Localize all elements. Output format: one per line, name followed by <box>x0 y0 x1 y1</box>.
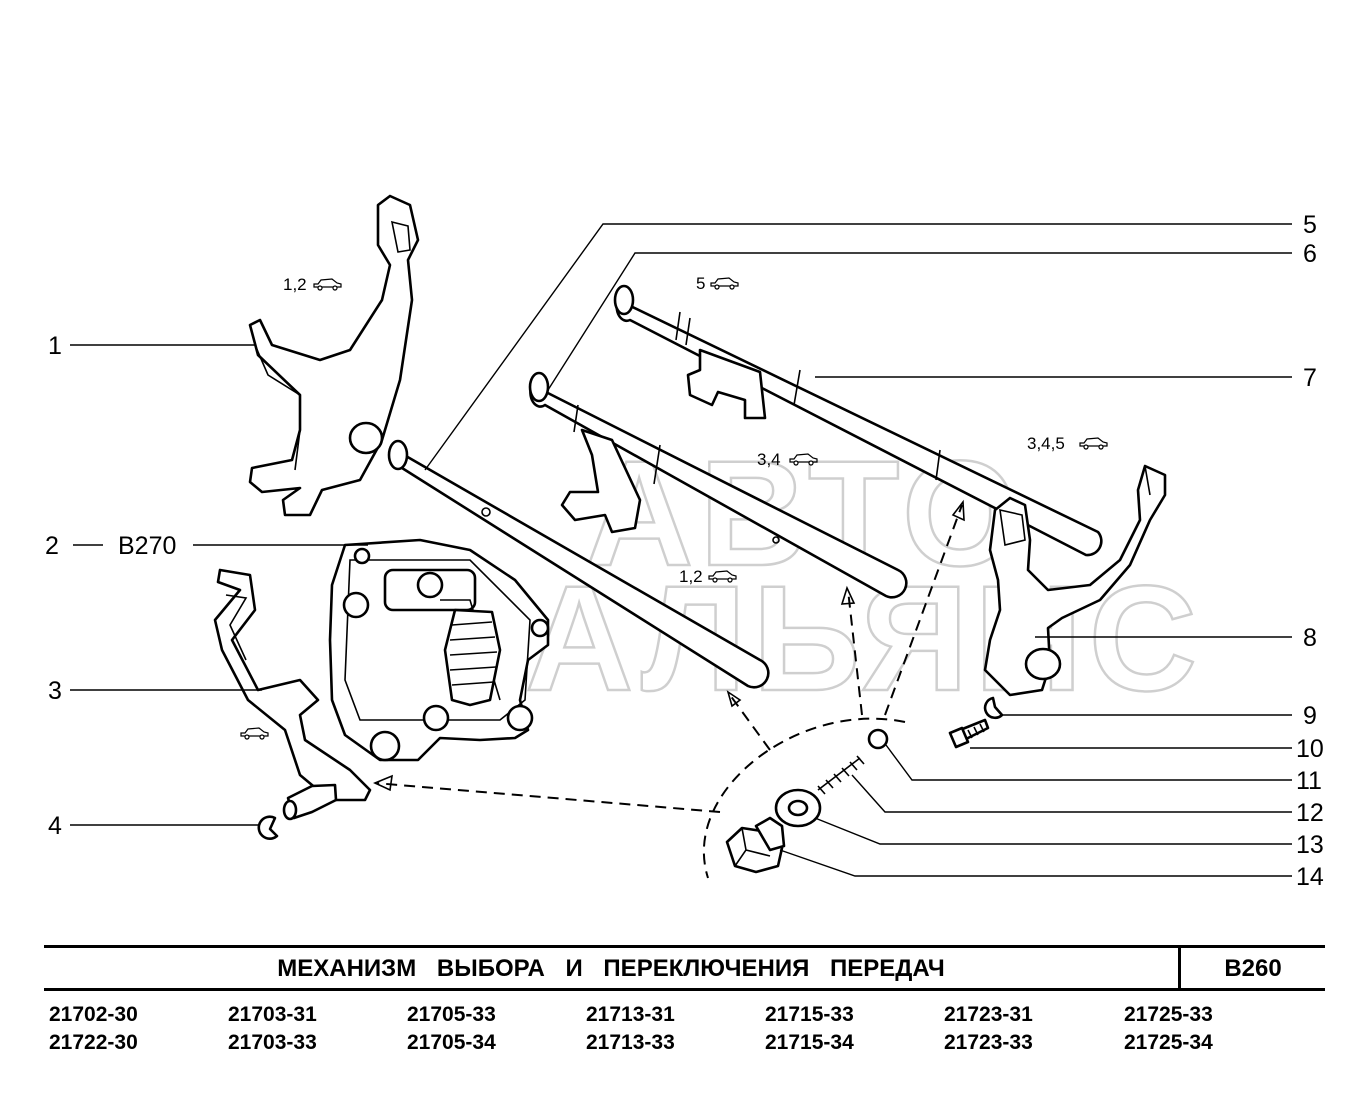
car-icon <box>313 278 342 291</box>
model-code: 21703-33 <box>228 1031 317 1054</box>
car-icon <box>1079 437 1108 450</box>
leader-lines <box>70 223 1292 877</box>
part-12-spring <box>817 755 865 795</box>
car-icon <box>240 727 269 740</box>
callout-3: 3 <box>48 677 62 705</box>
part-6-shift-rod-3-4 <box>528 371 908 599</box>
note-rod7-gears: 5 <box>696 274 705 293</box>
callout-8: 8 <box>1303 624 1317 652</box>
note-fork8-gears: 3,4,5 <box>1027 434 1065 453</box>
part-2-selector-housing <box>328 538 550 762</box>
part-4-retaining-clip <box>257 815 279 840</box>
callout-13: 13 <box>1296 831 1324 859</box>
part-9-retaining-clip <box>983 696 1004 720</box>
model-code: 21725-34 <box>1124 1031 1213 1054</box>
part-11-detent-ball <box>867 728 889 750</box>
model-column: 21713-31 21713-33 <box>586 1001 756 1057</box>
model-code: 21723-33 <box>944 1031 1033 1054</box>
exploded-parts-diagram: АВТО АЛЬЯНС <box>45 194 1324 891</box>
part-5-shift-rod-1-2 <box>387 439 770 689</box>
note-rod5-gears: 1,2 <box>679 567 703 586</box>
model-code: 21715-34 <box>765 1031 854 1054</box>
callout-7: 7 <box>1303 364 1317 392</box>
model-code: 21705-34 <box>407 1031 496 1054</box>
callout-6: 6 <box>1303 240 1317 268</box>
section-code: B260 <box>1224 955 1282 982</box>
model-code: 21723-31 <box>944 1003 1033 1026</box>
callout-1: 1 <box>48 332 62 360</box>
car-icon <box>710 277 739 290</box>
callout-ref-b270: B270 <box>118 532 176 560</box>
callout-5: 5 <box>1303 211 1317 239</box>
model-code: 21713-31 <box>586 1003 675 1026</box>
part-13-washer <box>774 788 822 828</box>
model-code: 21725-33 <box>1124 1003 1213 1026</box>
part-8-fork-3-4-5 <box>983 464 1167 697</box>
model-code: 21715-33 <box>765 1003 854 1026</box>
model-column: 21725-33 21725-34 <box>1124 1001 1294 1057</box>
model-code: 21713-33 <box>586 1031 675 1054</box>
note-rod6-gears: 3,4 <box>757 450 781 469</box>
callout-12: 12 <box>1296 799 1324 827</box>
part-1-fork-1-2 <box>248 194 420 517</box>
model-column: 21703-31 21703-33 <box>228 1001 398 1057</box>
callout-14: 14 <box>1296 863 1324 891</box>
model-code: 21722-30 <box>49 1031 138 1054</box>
model-code: 21705-33 <box>407 1003 496 1026</box>
title-divider <box>1178 948 1181 988</box>
model-list: 21702-30 21722-30 21703-31 21703-33 2170… <box>49 1001 1309 1061</box>
callout-4: 4 <box>48 812 62 840</box>
model-column: 21705-33 21705-34 <box>407 1001 577 1057</box>
part-14-plug <box>725 816 786 874</box>
note-fork1-gears: 1,2 <box>283 275 307 294</box>
callout-10: 10 <box>1296 735 1324 763</box>
part-10-bolt <box>948 718 990 749</box>
model-column: 21715-33 21715-34 <box>765 1001 935 1057</box>
part-3-lever-bracket <box>213 568 372 821</box>
model-code: 21703-31 <box>228 1003 317 1026</box>
model-column: 21702-30 21722-30 <box>49 1001 219 1057</box>
callout-11: 11 <box>1296 767 1322 795</box>
assembly-direction-lines <box>373 499 965 879</box>
callout-2: 2 <box>45 532 59 560</box>
model-column: 21723-31 21723-33 <box>944 1001 1114 1057</box>
page-title: МЕХАНИЗМ ВЫБОРА И ПЕРЕКЛЮЧЕНИЯ ПЕРЕДАЧ <box>277 955 945 982</box>
callout-9: 9 <box>1303 702 1317 730</box>
title-bar: МЕХАНИЗМ ВЫБОРА И ПЕРЕКЛЮЧЕНИЯ ПЕРЕДАЧ B… <box>44 945 1325 991</box>
model-code: 21702-30 <box>49 1003 138 1026</box>
part-7-shift-rod-5 <box>613 284 1103 557</box>
